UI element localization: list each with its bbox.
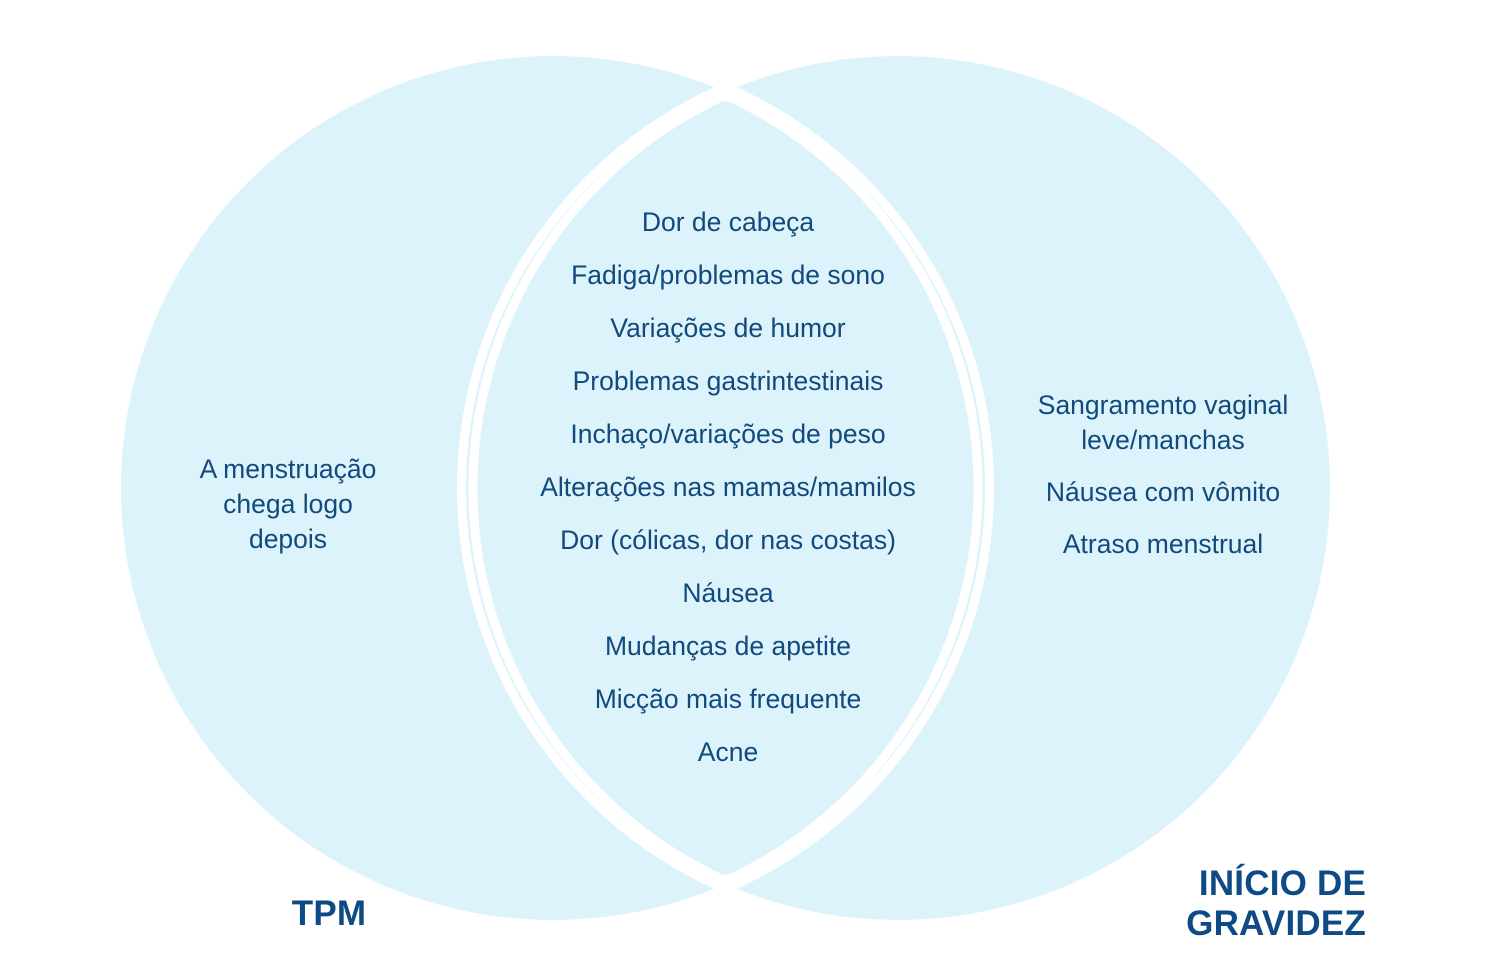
shared-items-group: Dor de cabeça Fadiga/problemas de sono V…	[468, 196, 988, 779]
right-only-line: leve/manchas	[1081, 425, 1245, 455]
right-only-item: Náusea com vômito	[1045, 477, 1281, 507]
right-only-item: Atraso menstrual	[1062, 529, 1264, 559]
right-only-line: Sangramento vaginal	[1037, 390, 1289, 420]
left-only-line: depois	[248, 524, 328, 554]
left-only-line: chega logo	[223, 489, 353, 519]
left-circle-label: TPM	[291, 894, 367, 933]
shared-item: Dor (cólicas, dor nas costas)	[560, 525, 896, 555]
shared-item: Micção mais frequente	[594, 684, 862, 714]
right-circle-label-line: GRAVIDEZ	[1186, 904, 1366, 943]
shared-item: Náusea	[682, 578, 774, 608]
shared-item: Problemas gastrintestinais	[572, 366, 884, 396]
venn-separator-strokes	[468, 90, 983, 886]
shared-item: Fadiga/problemas de sono	[571, 260, 885, 290]
shared-item: Inchaço/variações de peso	[570, 419, 886, 449]
right-only-item: Sangramento vaginal leve/manchas	[1000, 388, 1326, 458]
left-only-line: A menstruação	[199, 454, 377, 484]
shared-item: Dor de cabeça	[641, 207, 815, 237]
right-circle-label-line: INÍCIO DE	[1198, 864, 1366, 903]
shared-item: Acne	[697, 737, 759, 767]
shared-item: Alterações nas mamas/mamilos	[540, 472, 916, 502]
shared-item: Variações de humor	[610, 313, 846, 343]
left-only-text-group: A menstruação chega logo depois	[138, 452, 438, 557]
right-only-text-group: Sangramento vaginal leve/manchas Náusea …	[1000, 388, 1326, 562]
shared-item: Mudanças de apetite	[604, 631, 852, 661]
